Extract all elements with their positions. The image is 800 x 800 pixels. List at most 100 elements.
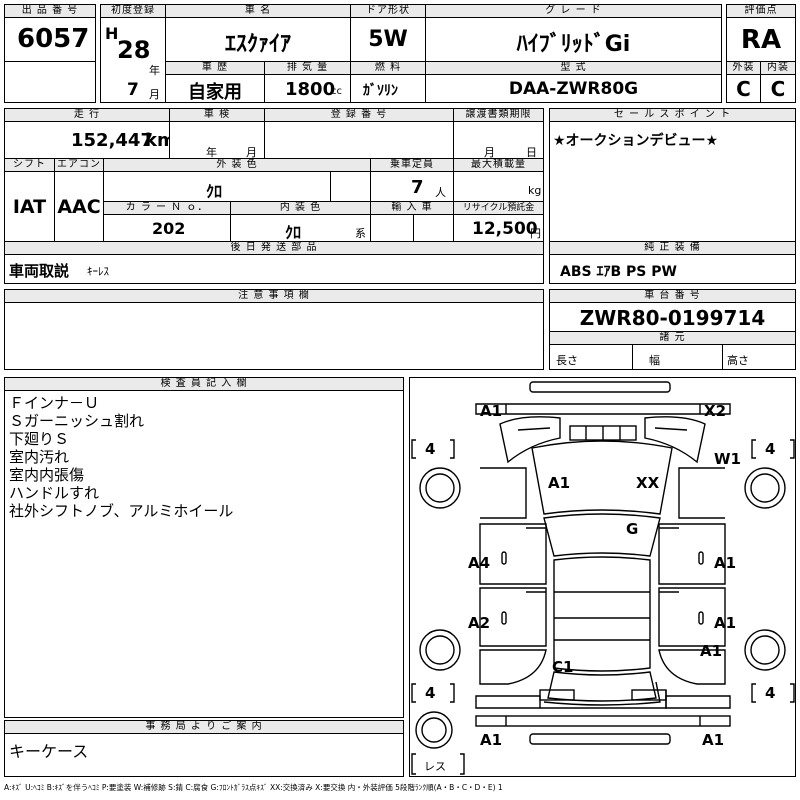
lot-box: 6057 <box>4 17 96 62</box>
first-reg-label: 初度登録 <box>100 4 166 18</box>
int-color-box: ｸﾛ 系 <box>230 214 371 242</box>
rear-left-light <box>475 695 541 709</box>
max-load-label: 最大積載量 <box>453 158 544 172</box>
mark-hood-right: XX <box>636 474 660 492</box>
inspection-label: 車 検 <box>169 108 265 122</box>
history-label: 車 歴 <box>165 61 265 75</box>
specs-label: 諸 元 <box>549 331 796 345</box>
mark-left-front-door: A4 <box>468 554 491 572</box>
inspector-line: ハンドルすれ <box>9 484 100 502</box>
tire-front-left: 4 <box>425 440 436 458</box>
aircon: AAC <box>57 196 101 218</box>
wheel-front-right <box>744 467 786 509</box>
roof <box>553 556 651 672</box>
history-box: 自家用 <box>165 74 265 103</box>
max-load-box: kg <box>453 171 544 202</box>
specs-length-box: 長さ <box>549 344 633 370</box>
tire-rear-right: 4 <box>765 684 776 702</box>
inspection-year: 年 <box>206 146 217 159</box>
shift-label: シフト <box>4 158 55 172</box>
front-bumper <box>475 403 731 415</box>
import-box <box>370 214 454 242</box>
color-no-label: カ ラ ー Ｎ ｏ． <box>103 201 231 215</box>
inspector-notes: Ｆインナ－Ｕ Ｓガーニッシュ割れ 下廻りＳ 室内汚れ 室内内張傷 ハンドルすれ … <box>9 394 233 520</box>
right-front-door <box>658 523 726 585</box>
later-parts-box: 車両取説 ｷｰﾚｽ <box>4 254 544 284</box>
right-quarter <box>658 649 726 685</box>
wheel-rear-right <box>744 629 786 671</box>
sales-point-label: セ ー ル ス ポ イ ン ト <box>549 108 796 122</box>
ext-color-divider <box>330 172 331 201</box>
capacity-label: 乗車定員 <box>370 158 454 172</box>
recycle-box: 12,500 円 <box>453 214 544 242</box>
left-quarter <box>479 649 547 685</box>
sales-point-box: ★オークションデビュー★ <box>549 121 796 242</box>
shift-box: IAT <box>4 171 55 242</box>
ext-color-box: ｸﾛ <box>103 171 371 202</box>
transfer-month: 月 <box>484 146 495 159</box>
recycle: 12,500 <box>472 219 538 239</box>
notes-label: 注 意 事 項 欄 <box>4 289 544 303</box>
fuel: ｶﾞｿﾘﾝ <box>363 83 398 99</box>
mark-right-rear-door: A1 <box>714 614 737 632</box>
lot-label: 出 品 番 号 <box>4 4 96 18</box>
office-label: 事 務 局 よ り ご 案 内 <box>4 720 404 734</box>
rear-right-light <box>665 695 731 709</box>
door-type: 5W <box>368 27 408 52</box>
mileage-unit: km <box>145 130 176 151</box>
inspection-month: 月 <box>246 146 257 159</box>
mark-rear-right: A1 <box>702 731 725 749</box>
capacity-box: 7 人 <box>370 171 454 202</box>
import-label: 輸 入 車 <box>370 201 454 215</box>
rear-bumper-strip <box>529 733 671 745</box>
int-color-unit: 系 <box>355 227 366 240</box>
inspector-label: 検 査 員 記 入 欄 <box>4 377 404 391</box>
inspector-box: Ｆインナ－Ｕ Ｓガーニッシュ割れ 下廻りＳ 室内汚れ 室内内張傷 ハンドルすれ … <box>4 390 404 718</box>
transfer-day: 日 <box>526 146 537 159</box>
interior-box: C <box>760 74 796 103</box>
inspector-line: 室内内張傷 <box>9 466 85 484</box>
history: 自家用 <box>188 82 242 103</box>
reg-month: 7 <box>127 80 139 100</box>
displacement: 1800 <box>285 79 336 100</box>
inspector-line: 社外シフトノブ、アルミホイール <box>9 502 234 520</box>
wheel-rear-left <box>419 629 461 671</box>
inspector-line: Ｓガーニッシュ割れ <box>9 412 145 430</box>
rear-window <box>547 671 657 702</box>
first-reg-box: H 28 年 7 月 <box>100 17 166 103</box>
score: RA <box>740 25 782 55</box>
car-outline <box>411 381 795 775</box>
sales-point: ★オークションデビュー★ <box>553 133 719 149</box>
office-note: キーケース <box>9 742 89 761</box>
lot-blank <box>4 61 96 103</box>
reg-no-box <box>264 121 454 159</box>
grade-box: ﾊｲﾌﾞﾘｯﾄﾞGi <box>425 17 722 62</box>
later-parts-main: 車両取説 <box>9 262 70 280</box>
car-name: ｴｽｸｧｲｱ <box>224 32 291 57</box>
specs-width: 幅 <box>649 354 660 367</box>
ext-color: ｸﾛ <box>206 182 223 201</box>
fuel-box: ｶﾞｿﾘﾝ <box>350 74 426 103</box>
int-color-label: 内 装 色 <box>230 201 371 215</box>
left-rear-door <box>479 587 547 647</box>
notes-box <box>4 302 544 370</box>
spare-tire <box>415 711 453 749</box>
mark-wheel-fr: W1 <box>714 450 741 468</box>
capacity: 7 <box>411 177 424 198</box>
grade-label: グ レ ー ド <box>425 4 722 18</box>
fuel-label: 燃 料 <box>350 61 426 75</box>
inspector-line: 室内汚れ <box>9 448 70 466</box>
specs-length: 長さ <box>556 354 578 367</box>
aircon-label: エアコン <box>54 158 104 172</box>
mark-hood-left: A1 <box>548 474 571 492</box>
front-right-fender <box>644 416 706 464</box>
int-color: ｸﾛ <box>285 223 302 242</box>
ext-color-label: 外 装 色 <box>103 158 371 172</box>
exterior-grade: C <box>736 77 751 101</box>
genuine-equipment: ABS ｴｱB PS PW <box>560 264 677 280</box>
tire-rear-left: 4 <box>425 684 436 702</box>
chassis-label: 車 台 番 号 <box>549 289 796 303</box>
mark-front-right: X2 <box>704 402 727 420</box>
transfer-box: 月 日 <box>453 121 544 159</box>
recycle-unit: 円 <box>530 227 541 240</box>
